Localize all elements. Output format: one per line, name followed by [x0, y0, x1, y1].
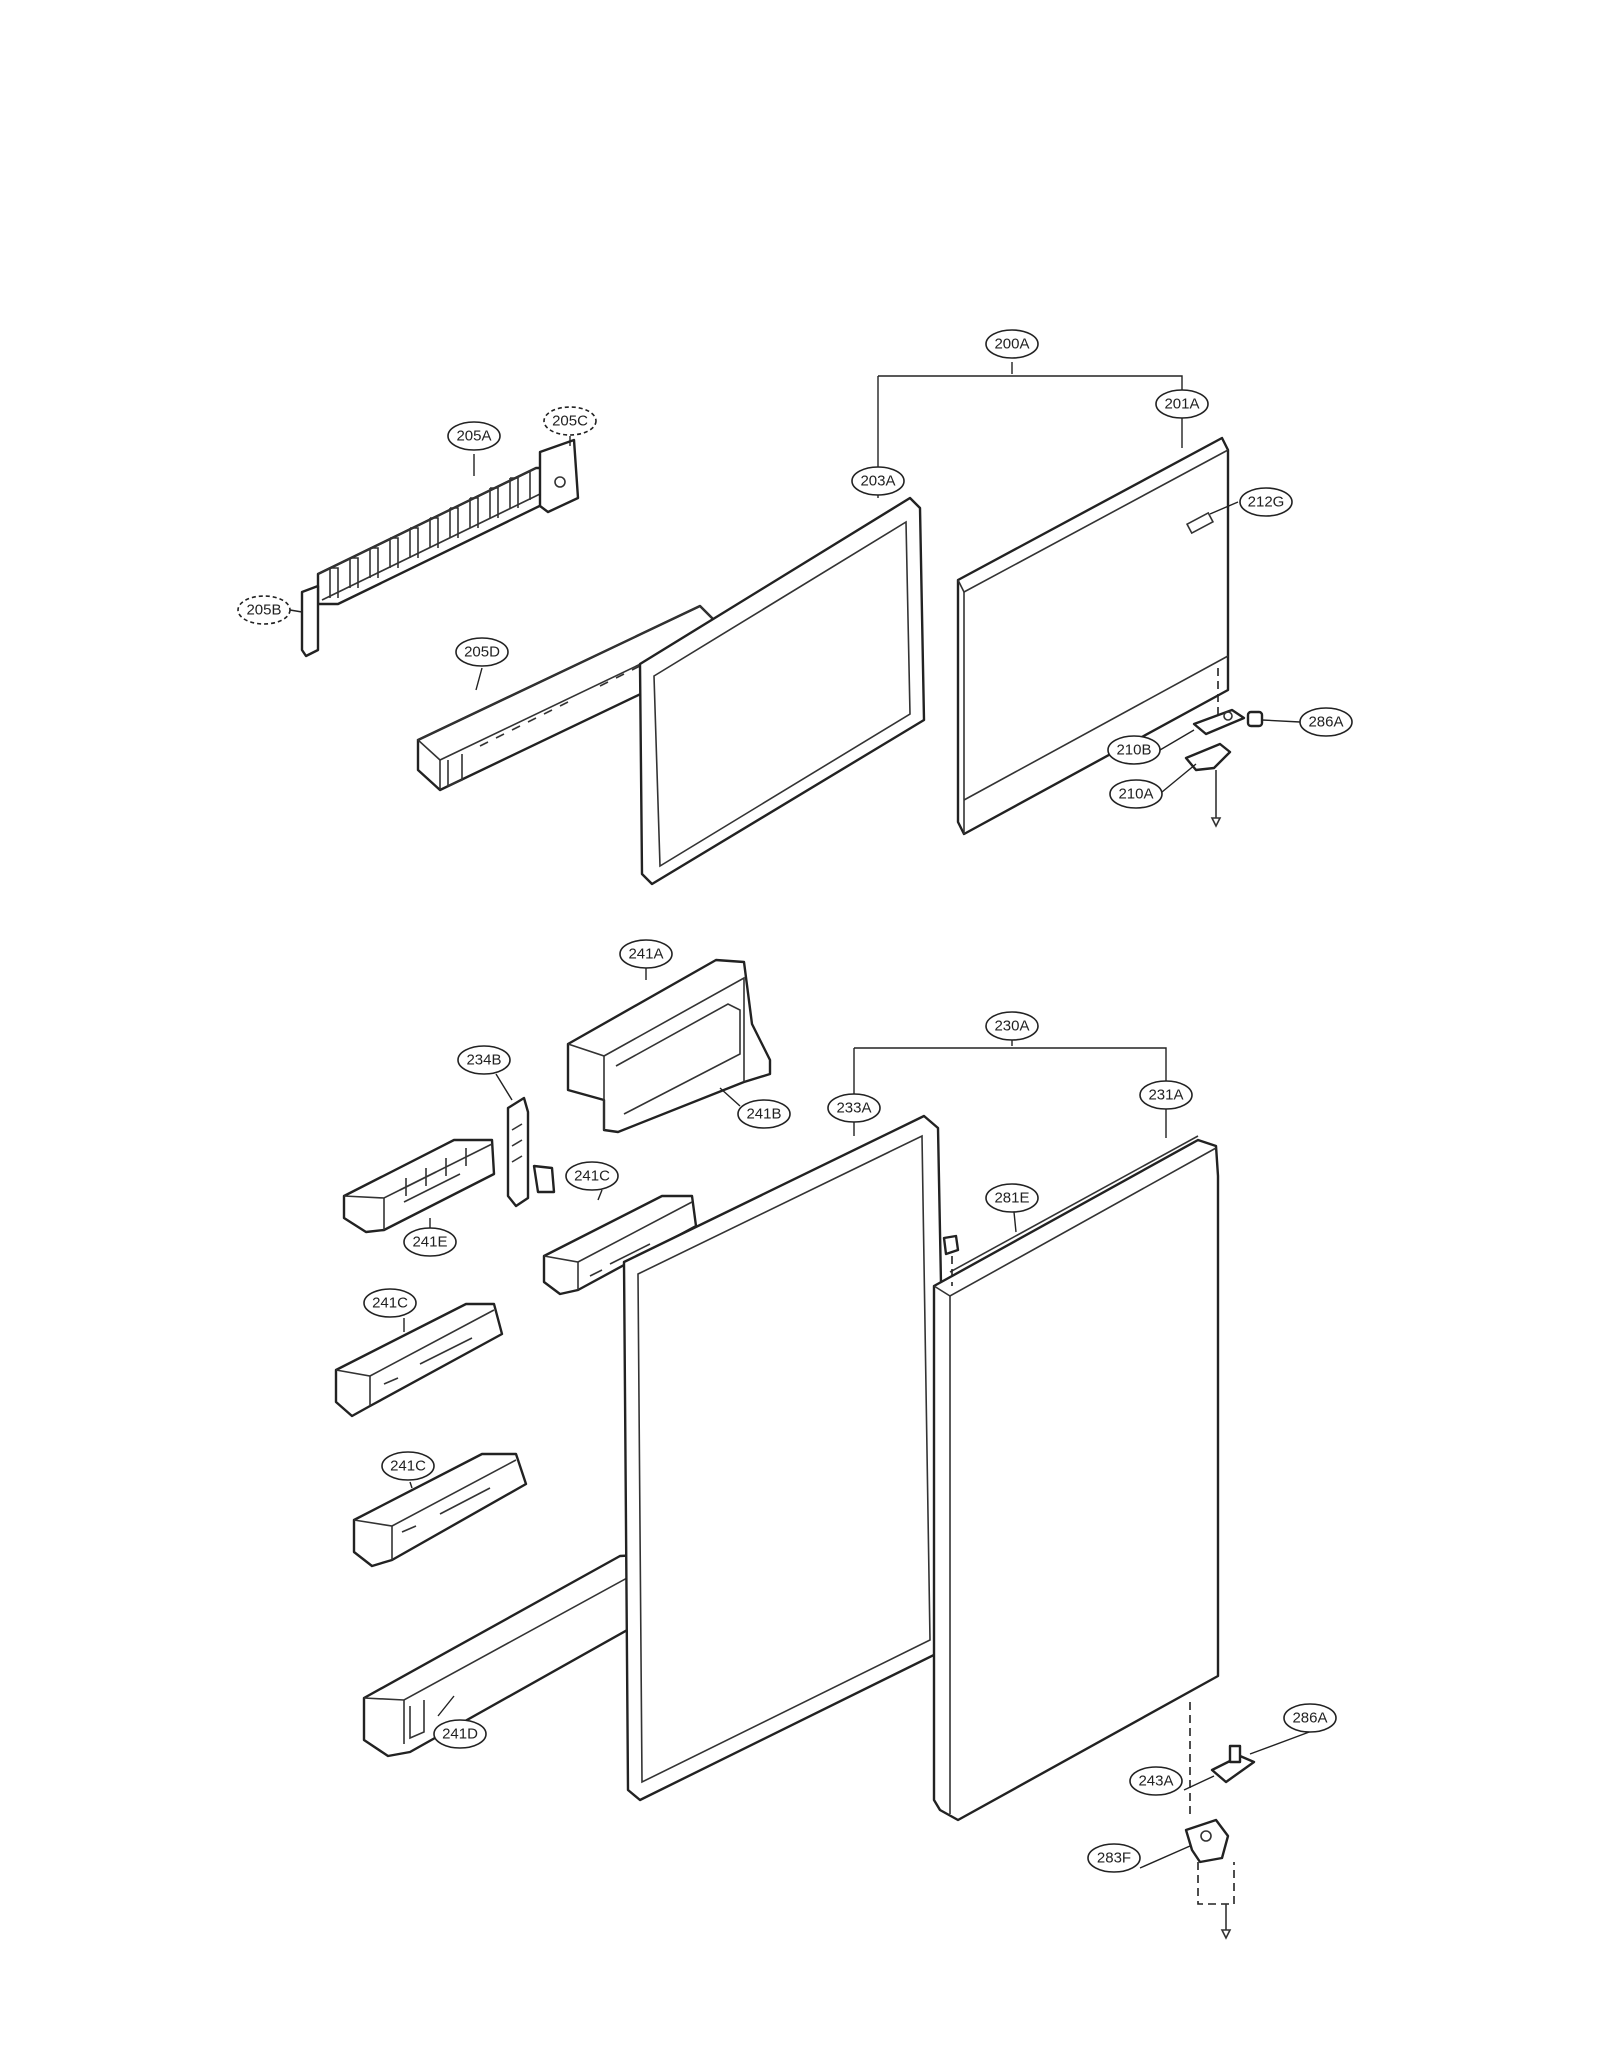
callout-label: 231A [1148, 1087, 1183, 1104]
callout-label: 241C [574, 1168, 610, 1185]
part-end-bracket-205B [300, 584, 320, 658]
callout-286A-bottom[interactable]: 286A [1283, 1703, 1337, 1733]
callout-label: 241E [412, 1234, 447, 1251]
callout-241C-3[interactable]: 241C [381, 1451, 435, 1481]
callout-241A[interactable]: 241A [619, 939, 673, 969]
callout-label: 233A [836, 1100, 871, 1117]
part-wire-rack-205A [316, 466, 558, 606]
callout-231A[interactable]: 231A [1139, 1080, 1193, 1110]
leaders-top [289, 362, 1301, 793]
callout-label: 210B [1116, 742, 1151, 759]
callout-label: 200A [994, 336, 1029, 353]
callout-281E[interactable]: 281E [985, 1183, 1039, 1213]
callout-label: 241C [372, 1295, 408, 1312]
callout-label: 286A [1308, 714, 1343, 731]
callout-label: 241A [628, 946, 663, 963]
part-door-201A [956, 436, 1230, 836]
callout-210A[interactable]: 210A [1109, 779, 1163, 809]
callout-212G[interactable]: 212G [1239, 487, 1293, 517]
part-cap-281E [942, 1234, 960, 1286]
callout-210B[interactable]: 210B [1107, 735, 1161, 765]
callout-230A[interactable]: 230A [985, 1011, 1039, 1041]
callout-label: 234B [466, 1052, 501, 1069]
callout-label: 286A [1292, 1710, 1327, 1727]
leaders-bottom [403, 968, 1321, 1869]
part-door-bin-241C-2 [334, 1302, 504, 1418]
part-dairy-bin-241A [566, 958, 772, 1134]
callout-241D[interactable]: 241D [433, 1719, 487, 1749]
part-hinge-bottom [1184, 1702, 1256, 1940]
callout-label: 241C [390, 1458, 426, 1475]
callout-243A[interactable]: 243A [1129, 1766, 1183, 1796]
callout-205A[interactable]: 205A [447, 421, 501, 451]
part-door-231A [932, 1135, 1220, 1822]
callout-241C-2[interactable]: 241C [363, 1288, 417, 1318]
callout-205D[interactable]: 205D [455, 637, 509, 667]
callout-label: 210A [1118, 786, 1153, 803]
callout-286A-top[interactable]: 286A [1299, 707, 1353, 737]
callout-label: 212G [1248, 494, 1285, 511]
callout-label: 241B [746, 1106, 781, 1123]
callout-205C[interactable]: 205C [543, 406, 597, 436]
callout-203A[interactable]: 203A [851, 466, 905, 496]
callout-label: 205C [552, 413, 588, 430]
callout-241C-1[interactable]: 241C [565, 1161, 619, 1191]
part-egg-bin-241E [342, 1138, 496, 1234]
callout-241B[interactable]: 241B [737, 1099, 791, 1129]
callout-label: 241D [442, 1726, 478, 1743]
part-long-door-bin-241D [362, 1552, 672, 1758]
callout-label: 243A [1138, 1773, 1173, 1790]
part-hinge-top [1184, 668, 1264, 828]
callout-label: 281E [994, 1190, 1029, 1207]
part-door-bin-241C-3 [352, 1452, 528, 1568]
callout-label: 230A [994, 1018, 1029, 1035]
callout-label: 201A [1164, 396, 1199, 413]
callout-234B[interactable]: 234B [457, 1045, 511, 1075]
part-door-gasket-203A [638, 496, 926, 886]
callout-241E[interactable]: 241E [403, 1227, 457, 1257]
callout-label: 283F [1097, 1850, 1131, 1867]
callout-283F[interactable]: 283F [1087, 1843, 1141, 1873]
callout-233A[interactable]: 233A [827, 1093, 881, 1123]
callout-200A[interactable]: 200A [985, 329, 1039, 359]
callout-201A[interactable]: 201A [1155, 389, 1209, 419]
callout-label: 203A [860, 473, 895, 490]
callout-label: 205B [246, 602, 281, 619]
part-bin-divider-234B [506, 1096, 556, 1208]
part-door-bin-205D [416, 604, 722, 792]
callout-205B[interactable]: 205B [237, 595, 291, 625]
callout-label: 205A [456, 428, 491, 445]
callout-label: 205D [464, 644, 500, 661]
part-end-bracket-205C [538, 438, 580, 514]
